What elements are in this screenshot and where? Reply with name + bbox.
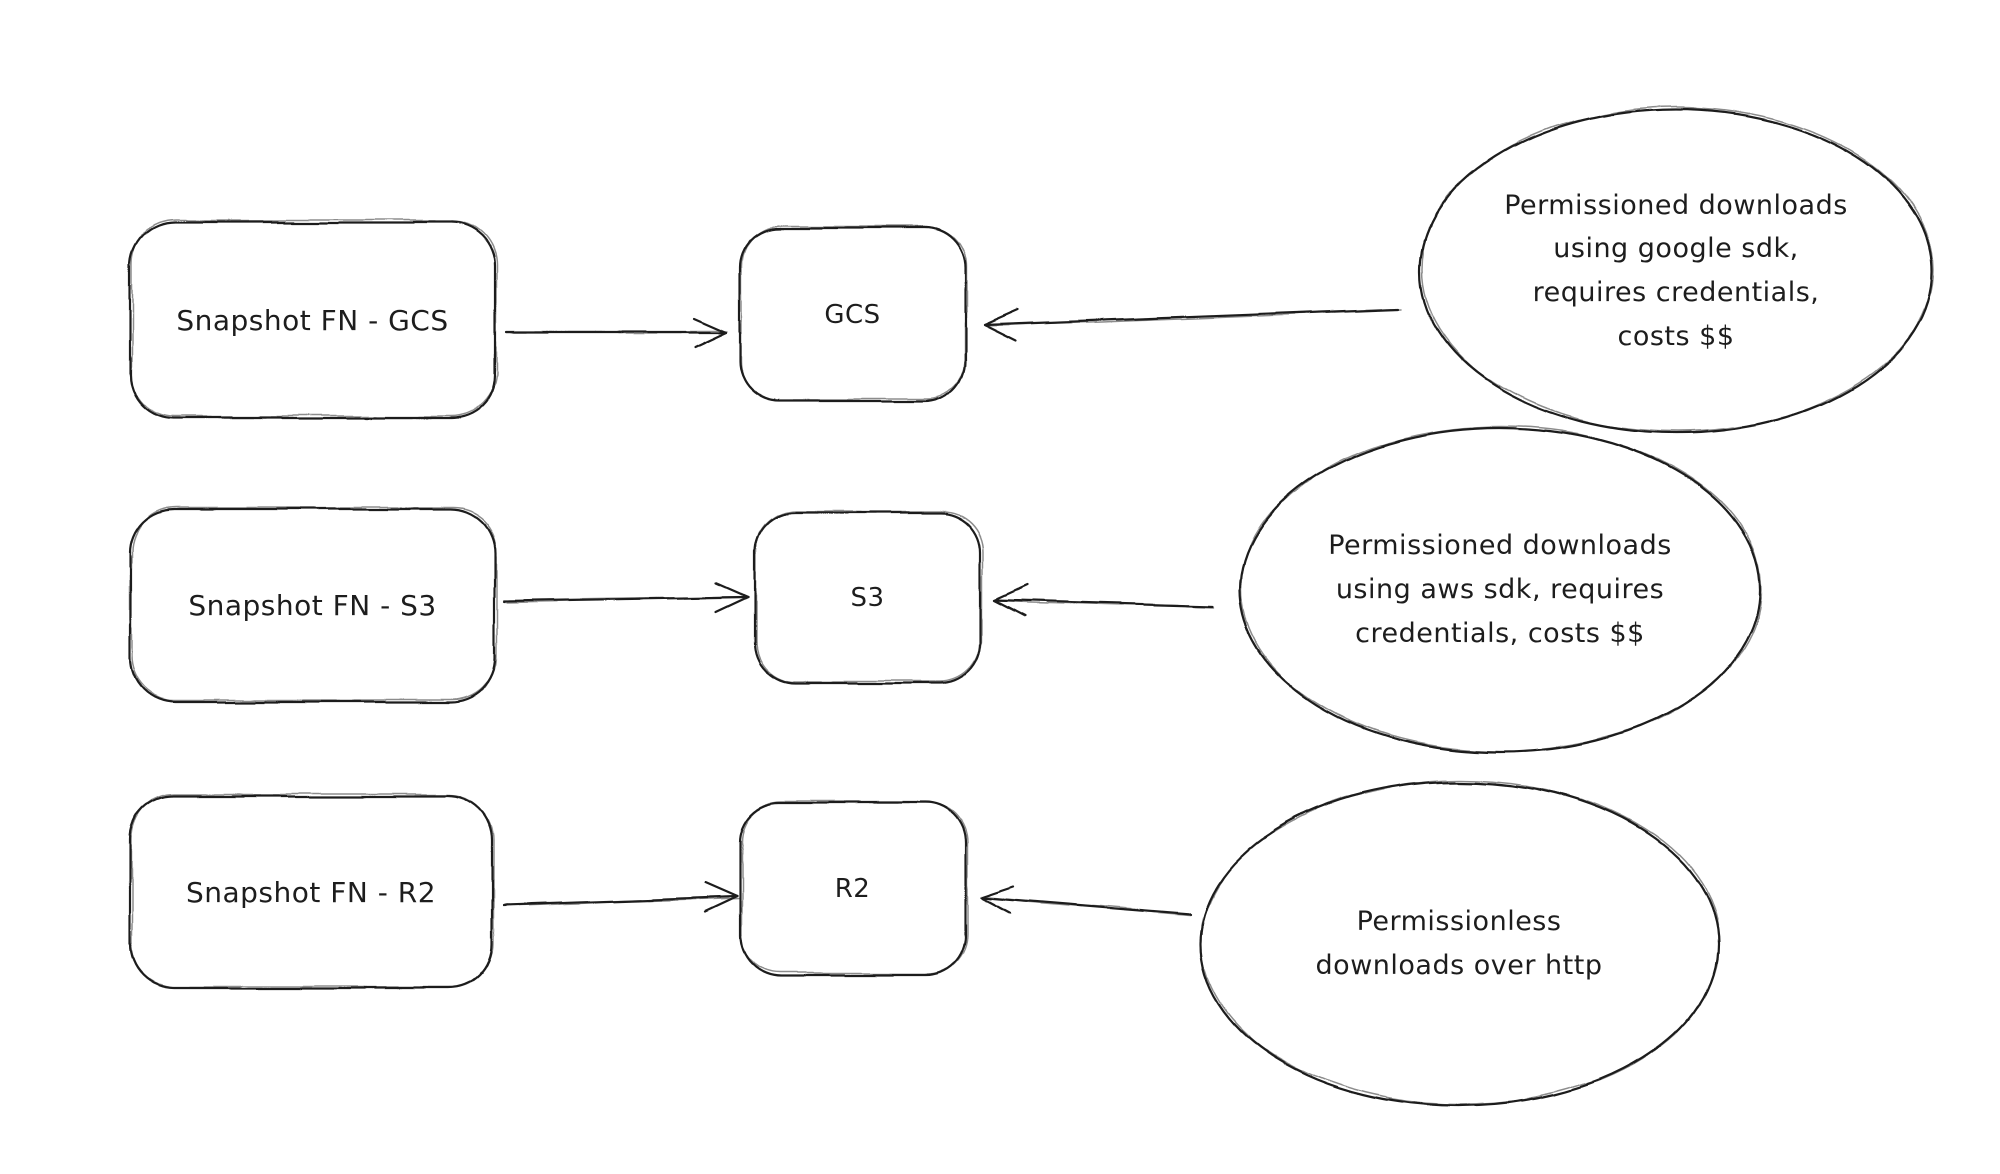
source-box-r2[interactable] — [130, 796, 492, 988]
storage-label-gcs[interactable]: GCS — [824, 299, 881, 330]
storage-label-r2[interactable]: R2 — [834, 874, 871, 904]
source-box-gcs[interactable] — [130, 222, 495, 418]
note-text-r2[interactable]: Permissionless downloads over http — [1315, 906, 1603, 981]
source-label-r2[interactable]: Snapshot FN - R2 — [185, 875, 437, 909]
storage-box-r2[interactable] — [740, 803, 965, 975]
storage-box-gcs[interactable] — [740, 228, 965, 401]
note-ellipse-gcs[interactable] — [1420, 109, 1932, 433]
storage-box-s3[interactable] — [755, 513, 980, 683]
storage-label-s3[interactable]: S3 — [850, 583, 885, 613]
arrow-note-to-gcs[interactable] — [984, 309, 1399, 341]
note-ellipse-s3[interactable] — [1240, 428, 1760, 752]
arrow-snapshot-to-r2[interactable] — [503, 883, 737, 912]
note-text-gcs[interactable]: Permissioned downloads using google sdk,… — [1504, 189, 1848, 352]
source-box-s3[interactable] — [130, 509, 495, 702]
sketch-overstroke-layer — [132, 108, 1934, 1105]
arrow-note-to-s3[interactable] — [994, 585, 1213, 616]
source-label-gcs[interactable]: Snapshot FN - GCS — [176, 303, 449, 337]
note-ellipse-r2[interactable] — [1200, 782, 1718, 1106]
source-label-s3[interactable]: Snapshot FN - S3 — [188, 589, 437, 622]
note-text-s3[interactable]: Permissioned downloads using aws sdk, re… — [1328, 530, 1672, 649]
